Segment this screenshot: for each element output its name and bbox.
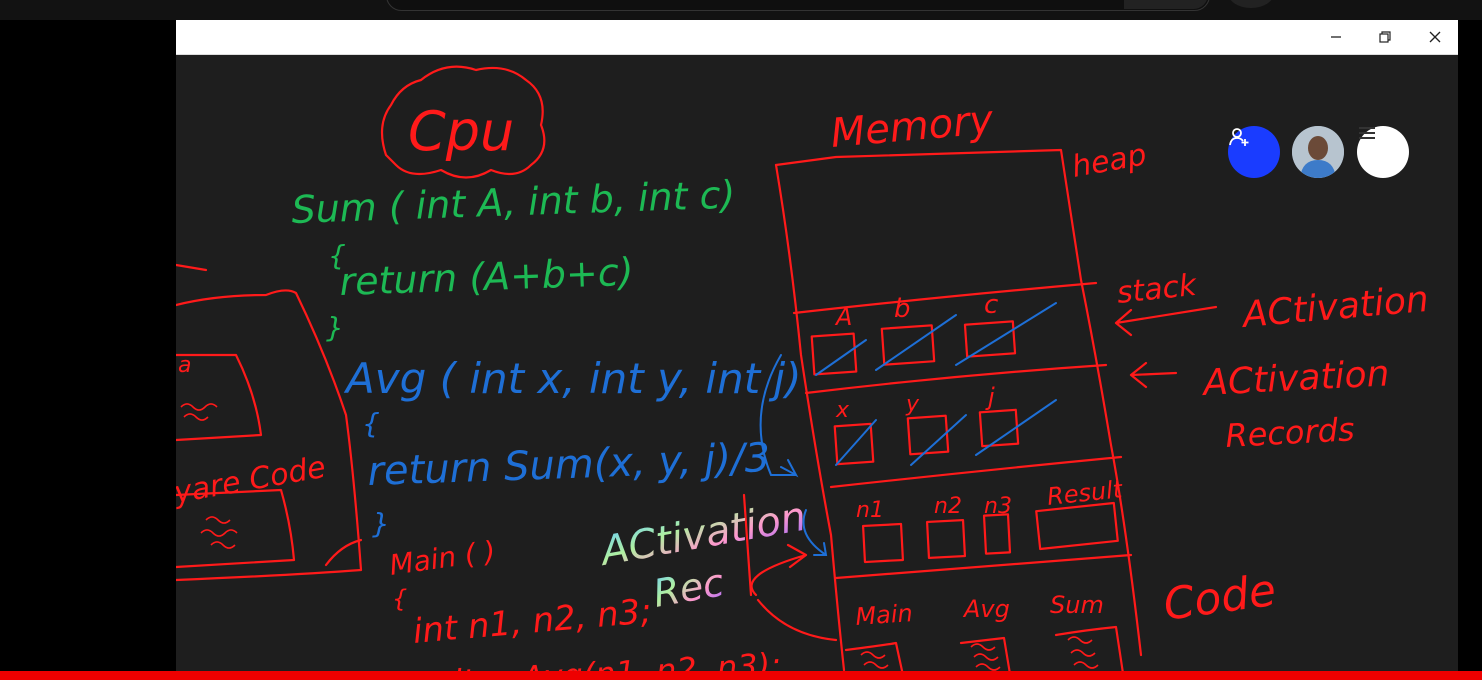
search-button[interactable] (1124, 0, 1208, 9)
sum-line-2: { (328, 239, 346, 272)
frame-var-n3: n3 (984, 494, 1012, 519)
heap-label: heap (1069, 137, 1149, 184)
activation-records-label-1: ACtivation (1200, 353, 1390, 404)
left-label-code: yare Code (176, 450, 328, 511)
code-section-sum: Sum (1050, 591, 1104, 619)
stack-label: stack (1115, 268, 1199, 311)
search-input[interactable] (386, 0, 1210, 11)
sum-line-1: Sum ( int A, int b, int c) (291, 173, 736, 232)
sum-line-4: } (326, 311, 344, 344)
left-label-a: a (178, 353, 191, 378)
frame-var-b: b (894, 294, 911, 324)
avg-line-3: return Sum(x, y, j)/3 (367, 435, 771, 495)
activation-rec-label-2: Rec (650, 560, 727, 616)
restore-icon (1379, 31, 1391, 43)
frame-var-x: x (835, 398, 850, 423)
avatar[interactable] (1292, 126, 1344, 178)
memory-label: Memory (829, 97, 996, 157)
code-section-avg: Avg (962, 595, 1010, 623)
frame-var-j: j (985, 383, 995, 411)
avg-line-4: } (372, 507, 390, 540)
left-black-pane (0, 20, 176, 680)
frame-var-n1: n1 (856, 498, 884, 523)
window-title-bar (176, 20, 1458, 55)
activation-label: ACtivation (1239, 279, 1430, 336)
add-person-button[interactable] (1228, 126, 1280, 178)
avg-line-1: Avg ( int x, int y, int j) (343, 354, 802, 403)
avg-line-2: { (362, 407, 380, 440)
main-line-3: int n1, n2, n3; (411, 591, 653, 652)
frame-var-n2: n2 (934, 494, 962, 519)
cpu-label: Cpu (408, 100, 514, 163)
frame-var-c: c (984, 290, 998, 320)
sum-line-3: return (A+b+c) (339, 250, 634, 304)
browser-top-bar (0, 0, 1482, 20)
restore-button[interactable] (1362, 20, 1408, 54)
mic-button[interactable] (1228, 0, 1274, 8)
close-icon (1429, 31, 1441, 43)
frame-var-a: A (834, 303, 852, 331)
minimize-icon (1331, 36, 1341, 38)
video-progress-bar[interactable] (0, 671, 1482, 680)
activation-records-arrow (1129, 361, 1178, 389)
code-label: Code (1160, 565, 1279, 631)
add-person-icon (1229, 128, 1249, 146)
code-section-main: Main (854, 599, 913, 631)
cpu-cloud-shape (380, 65, 546, 179)
stack-arrow (1114, 305, 1218, 337)
left-box-shape (176, 289, 363, 582)
memory-stack-column (774, 148, 1143, 657)
blue-curve-arrow (759, 354, 799, 478)
minimize-button[interactable] (1313, 20, 1359, 54)
activation-records-label-2: Records (1224, 410, 1355, 455)
whiteboard-canvas[interactable]: Cpu Memory heap stack ACtivation ACtivat… (176, 55, 1458, 680)
close-button[interactable] (1412, 20, 1458, 54)
main-line-2: { (392, 585, 407, 613)
avatar-image (1292, 126, 1344, 178)
menu-icon (1359, 127, 1375, 139)
menu-button[interactable] (1357, 126, 1409, 178)
whiteboard-window: Cpu Memory heap stack ACtivation ACtivat… (176, 20, 1458, 680)
frame-var-y: y (905, 392, 920, 417)
main-line-1: Main ( ) (387, 534, 497, 582)
